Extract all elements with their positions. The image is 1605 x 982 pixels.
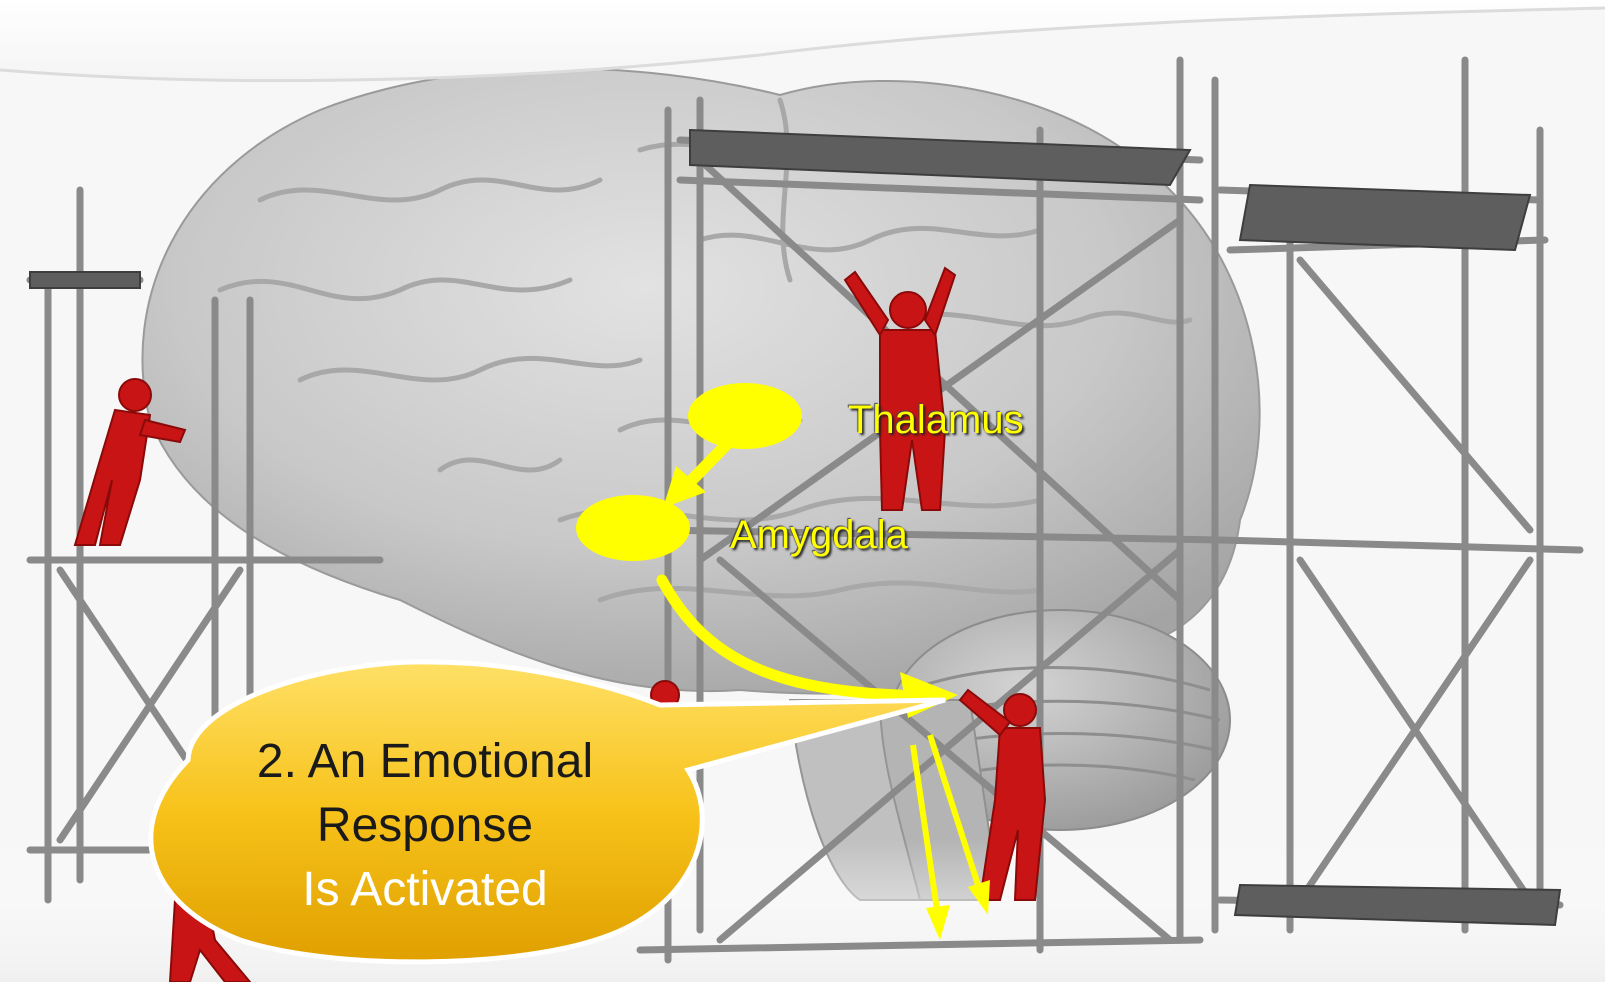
thalamus-label: Thalamus (848, 398, 1024, 443)
amygdala-label: Amygdala (730, 513, 908, 558)
amygdala-node (576, 495, 690, 561)
callout-line-3: Is Activated (215, 858, 635, 922)
thalamus-node (688, 383, 802, 449)
callout-line-1: 2. An Emotional (215, 730, 635, 794)
callout-text: 2. An Emotional Response Is Activated (215, 730, 635, 922)
callout-line-2: Response (215, 794, 635, 858)
